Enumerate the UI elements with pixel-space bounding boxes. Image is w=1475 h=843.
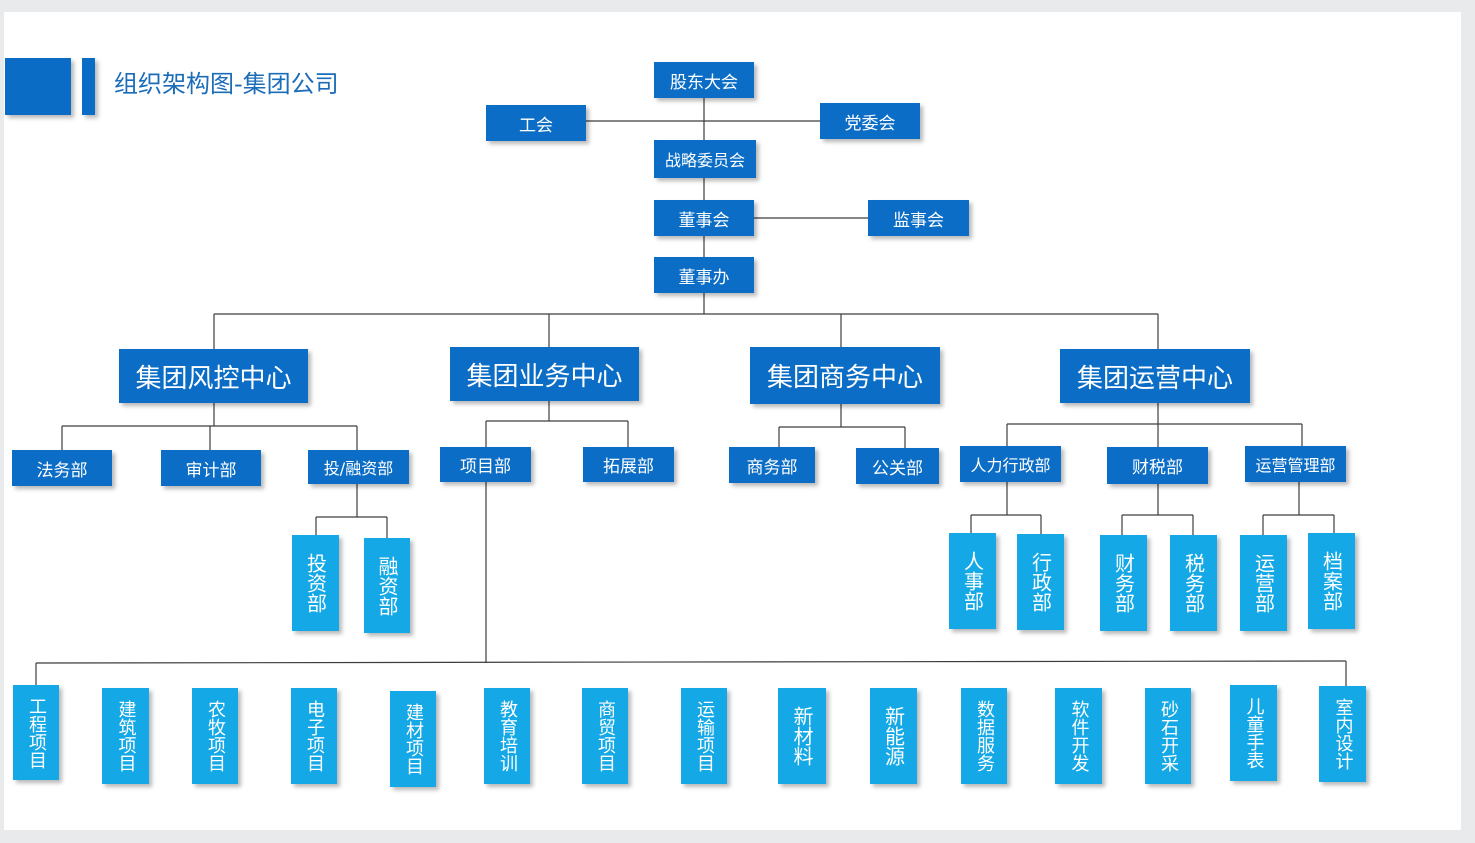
node-supervisors: 监事会 [868, 200, 969, 236]
node-strategy-committee: 战略委员会 [654, 140, 756, 178]
page-title: 组织架构图-集团公司 [114, 70, 339, 98]
node-investment-dept: 投资部 [292, 535, 339, 631]
node-project-kids-watch: 儿童手表 [1230, 685, 1277, 781]
node-project-quarrying: 砂石开采 [1145, 688, 1191, 784]
node-project-transport: 运输项目 [681, 688, 727, 784]
node-project-trade: 商贸项目 [582, 688, 628, 784]
node-project-engineering: 工程项目 [13, 685, 59, 780]
node-administration-dept: 行政部 [1017, 534, 1064, 630]
node-project-construction: 建筑项目 [102, 688, 149, 784]
node-tax-dept: 税务部 [1170, 535, 1217, 631]
node-legal-dept: 法务部 [12, 450, 112, 486]
node-project-dept: 项目部 [440, 447, 531, 482]
title-decoration-block [5, 58, 71, 115]
node-board: 董事会 [654, 200, 754, 236]
node-expansion-dept: 拓展部 [583, 447, 674, 482]
node-business-center: 集团业务中心 [450, 347, 639, 401]
node-archives-dept: 档案部 [1308, 533, 1355, 629]
node-accounting-dept: 财务部 [1100, 535, 1147, 631]
node-project-building-materials: 建材项目 [390, 691, 436, 787]
node-project-data-services: 数据服务 [961, 688, 1007, 784]
node-union: 工会 [486, 105, 586, 141]
node-audit-dept: 审计部 [161, 450, 261, 486]
node-project-interior-design: 室内设计 [1319, 686, 1366, 782]
node-project-education: 教育培训 [484, 688, 530, 784]
node-investment-financing-dept: 投/融资部 [308, 450, 409, 484]
node-project-software: 软件开发 [1055, 688, 1102, 784]
node-board-office: 董事办 [654, 257, 754, 293]
node-financing-dept: 融资部 [364, 538, 410, 633]
node-shareholders-meeting: 股东大会 [654, 62, 754, 98]
node-commerce-dept: 商务部 [729, 447, 815, 483]
node-project-new-materials: 新材料 [778, 688, 826, 784]
node-finance-tax-dept: 财税部 [1107, 447, 1208, 484]
node-project-new-energy: 新能源 [870, 688, 917, 784]
node-ops-management-dept: 运营管理部 [1245, 446, 1346, 482]
node-risk-center: 集团风控中心 [119, 349, 308, 403]
node-operations-dept: 运营部 [1240, 535, 1287, 631]
title-decoration-bar [82, 58, 95, 115]
node-party-committee: 党委会 [820, 103, 920, 139]
node-project-agriculture: 农牧项目 [192, 688, 238, 784]
node-hr-admin-dept: 人力行政部 [960, 446, 1061, 482]
node-pr-dept: 公关部 [856, 448, 939, 484]
node-personnel-dept: 人事部 [949, 533, 996, 629]
node-operations-center: 集团运营中心 [1060, 349, 1250, 403]
node-project-electronics: 电子项目 [291, 688, 337, 784]
node-commerce-center: 集团商务中心 [750, 347, 940, 404]
